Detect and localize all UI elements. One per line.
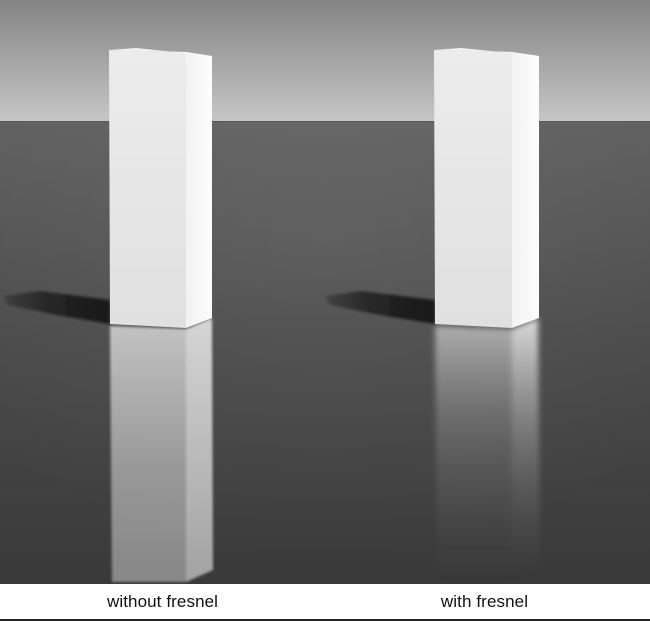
bottom-rule xyxy=(0,619,650,621)
right-block-side-face xyxy=(512,52,539,328)
render-comparison-image xyxy=(0,0,650,584)
caption-without-fresnel: without fresnel xyxy=(106,592,219,611)
scene-without-fresnel xyxy=(4,48,213,582)
scene-with-fresnel xyxy=(326,48,540,582)
right-block-reflection xyxy=(435,318,540,582)
left-block-reflection xyxy=(110,318,213,582)
left-block-front-face xyxy=(109,50,186,328)
right-block-front-face xyxy=(434,50,512,328)
left-block-side-face xyxy=(186,52,212,328)
left-block xyxy=(109,48,212,328)
right-block xyxy=(434,48,539,328)
caption-with-fresnel: with fresnel xyxy=(440,592,529,611)
right-block-shadow xyxy=(326,291,435,324)
left-block-shadow xyxy=(4,291,110,324)
backdrop-wall xyxy=(0,0,650,121)
